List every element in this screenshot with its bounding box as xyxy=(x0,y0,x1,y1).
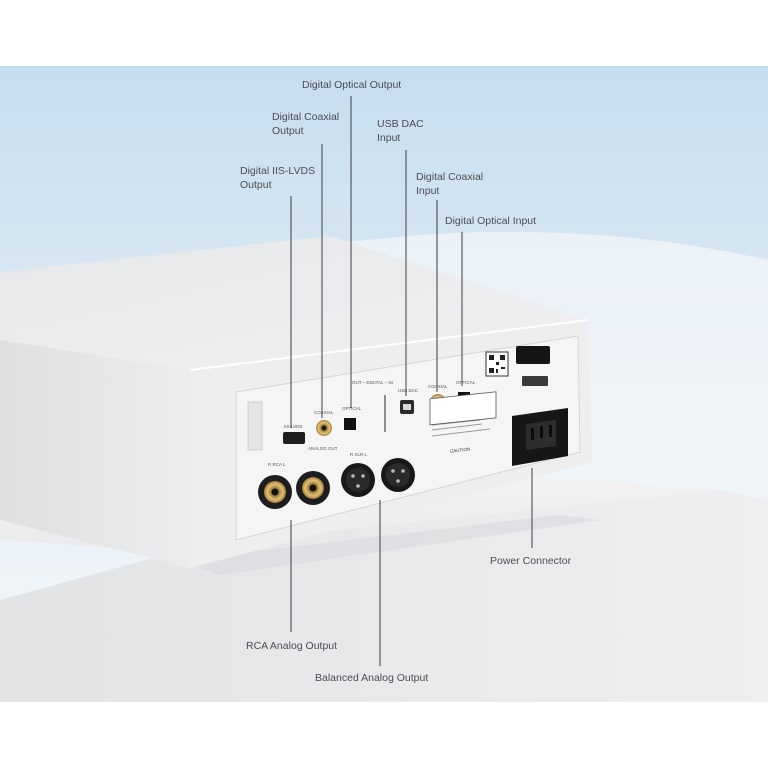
iis-lvds-port xyxy=(283,432,305,444)
label-balanced-analog-output-text: Balanced Analog Output xyxy=(315,672,429,684)
voltage-selector xyxy=(522,376,548,386)
power-connector-pin-1 xyxy=(531,428,534,440)
label-usb-dac-input: USB DAC Input xyxy=(377,117,424,145)
optical-output-label: OPTICAL xyxy=(342,406,362,411)
rca-right-jack xyxy=(258,475,292,509)
label-digital-iis-lvds-output-line1: Digital IIS-LVDS xyxy=(240,165,316,177)
rca-left-jack xyxy=(296,471,330,505)
label-digital-optical-input: Digital Optical Input xyxy=(445,214,536,228)
white-margin-top xyxy=(0,0,768,66)
label-usb-dac-input-line1: USB DAC xyxy=(377,118,424,130)
rca-group-label: R RCA L xyxy=(268,462,286,467)
white-margin-bottom xyxy=(0,702,768,768)
label-digital-iis-lvds-output: Digital IIS-LVDS Output xyxy=(240,164,315,192)
xlr-group-label: R XLR L xyxy=(350,452,368,457)
power-switch xyxy=(516,346,550,364)
side-label-strip xyxy=(247,401,263,451)
device-left-side xyxy=(0,340,190,568)
label-power-connector: Power Connector xyxy=(490,554,571,568)
analog-out-label: ANALOG OUT xyxy=(308,446,338,451)
power-connector-pin-2 xyxy=(540,426,543,438)
label-rca-analog-output-text: RCA Analog Output xyxy=(246,640,338,652)
device-edge-highlight xyxy=(189,319,589,371)
xlr-left-jack xyxy=(381,458,415,492)
optical-input-label: OPTICAL xyxy=(456,380,476,385)
power-connector-pin-3 xyxy=(549,425,552,437)
label-digital-optical-input-text: Digital Optical Input xyxy=(445,215,537,227)
coaxial-input-label: COAXIAL xyxy=(428,384,448,389)
caution-text: CAUTION xyxy=(450,447,470,454)
coaxial-output-label: COAXIAL xyxy=(314,410,334,415)
label-digital-coaxial-input: Digital Coaxial Input xyxy=(416,170,483,198)
xlr-right-jack xyxy=(341,463,375,497)
label-usb-dac-input-line2: Input xyxy=(377,132,401,144)
label-digital-coaxial-output-line2: Output xyxy=(272,125,304,137)
label-digital-iis-lvds-output-line2: Output xyxy=(240,179,272,191)
label-digital-coaxial-input-line1: Digital Coaxial xyxy=(416,171,484,183)
pedestal-front xyxy=(0,490,768,702)
iis-lvds-port-label: IIS-LVDS xyxy=(284,424,302,429)
out-digital-in-label: OUT – DIGITAL – IN xyxy=(352,380,393,385)
label-balanced-analog-output: Balanced Analog Output xyxy=(315,671,428,685)
device-top-face xyxy=(0,236,588,370)
label-digital-coaxial-output: Digital Coaxial Output xyxy=(272,110,339,138)
pedestal-shadow xyxy=(180,515,600,575)
usb-dac-port-inner xyxy=(403,404,411,410)
caution-box xyxy=(429,391,497,426)
label-power-connector-text: Power Connector xyxy=(490,555,572,567)
label-digital-coaxial-input-line2: Input xyxy=(416,185,440,197)
label-digital-coaxial-output-line1: Digital Coaxial xyxy=(272,111,340,123)
coaxial-output-jack-center xyxy=(321,425,327,431)
optical-output-port xyxy=(344,418,356,430)
qr-code-pattern xyxy=(489,355,505,373)
label-digital-optical-output: Digital Optical Output xyxy=(302,78,401,92)
usb-dac-label: USB DAC xyxy=(398,388,419,393)
label-rca-analog-output: RCA Analog Output xyxy=(246,639,337,653)
leader-lines xyxy=(290,96,533,666)
label-digital-optical-output-text: Digital Optical Output xyxy=(302,79,402,91)
